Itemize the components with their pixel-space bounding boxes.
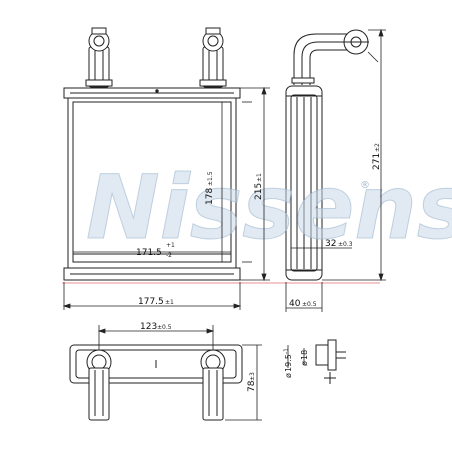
outer-diameter-prefix: ø (284, 373, 293, 378)
front-pipe-right (199, 27, 227, 88)
overall-height-value: 215 (254, 183, 264, 200)
core-height-value: 178 (205, 188, 215, 205)
core-depth-tol: ±0.3 (338, 241, 353, 248)
outer-diameter-tol: -1 (283, 348, 290, 354)
side-view (285, 29, 369, 281)
core-height-tol: ±1.5 (207, 171, 214, 186)
pipe-end-detail (315, 339, 346, 384)
pipe-height-value: 78 (247, 380, 257, 392)
core-depth-value: 32 (325, 239, 336, 249)
inner-diameter-value: 18 (300, 350, 309, 360)
pipe-height-tol: ±3 (249, 372, 256, 381)
core-width-tol-lower: -2 (166, 252, 172, 259)
total-height-value: 271 (372, 153, 382, 170)
inner-diameter-prefix: ø (300, 361, 309, 366)
depth-tol: ±0.5 (302, 301, 317, 308)
outer-diameter-value: 19.5 (284, 354, 293, 372)
core-width-tol-upper: +1 (166, 242, 175, 249)
pipe-spacing-tol: ±0.5 (157, 324, 172, 331)
front-pipe-left (85, 27, 113, 88)
top-view (69, 344, 243, 421)
front-view (63, 27, 241, 281)
total-height-tol: ±2 (374, 143, 381, 152)
top-pipe-right (200, 349, 226, 421)
watermark-text: Nissens (86, 156, 452, 259)
overall-height-tol: ±1 (256, 173, 263, 182)
watermark-mark: ® (360, 180, 370, 191)
overall-width-tol: ±1 (165, 299, 174, 306)
depth-value: 40 (289, 299, 301, 309)
dimension-lines (62, 28, 386, 421)
pipe-spacing-value: 123 (140, 322, 157, 332)
front-core (67, 97, 237, 269)
core-width-value: 171.5 (136, 248, 162, 258)
overall-width-value: 177.5 (138, 297, 164, 307)
watermark: Nissens ® (86, 156, 452, 260)
top-pipe-left (86, 349, 112, 421)
